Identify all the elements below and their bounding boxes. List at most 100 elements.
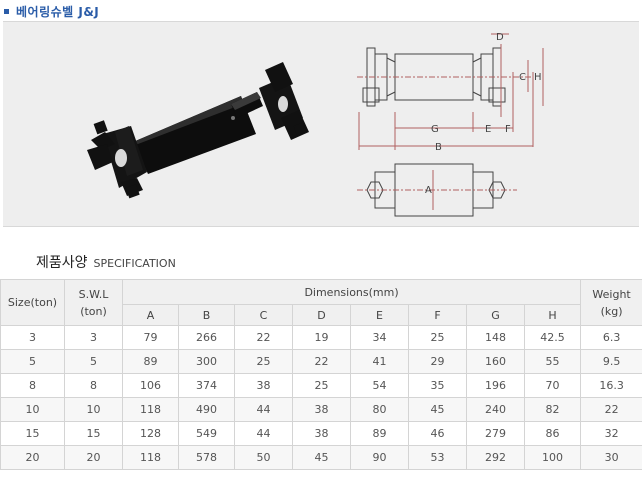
table-cell: 106 <box>122 373 179 398</box>
dim-label-g: G <box>431 124 439 135</box>
swivel-product-photo-icon <box>87 62 309 199</box>
table-cell: 15 <box>64 421 123 446</box>
header-dim-d: D <box>292 304 351 326</box>
title-bullet-icon <box>4 8 9 14</box>
dim-label-e: E <box>485 124 491 135</box>
page-header: 베어링슈벨 J&J <box>4 3 99 19</box>
table-cell: 6.3 <box>580 325 642 350</box>
header-dim-h: H <box>523 304 582 326</box>
table-cell: 54 <box>350 373 409 398</box>
table-cell: 8 <box>0 373 65 398</box>
table-cell: 300 <box>178 349 235 374</box>
table-cell: 41 <box>350 349 409 374</box>
table-cell: 15 <box>0 421 65 446</box>
table-cell: 29 <box>408 349 467 374</box>
table-cell: 100 <box>523 445 582 470</box>
table-cell: 20 <box>0 445 65 470</box>
table-cell: 44 <box>234 397 293 422</box>
table-cell: 50 <box>234 445 293 470</box>
table-cell: 5 <box>64 349 123 374</box>
table-cell: 279 <box>466 421 525 446</box>
table-cell: 3 <box>64 325 123 350</box>
table-cell: 32 <box>580 421 642 446</box>
table-cell: 20 <box>64 445 123 470</box>
header-swl-unit: (ton) <box>80 304 107 318</box>
page-title: 베어링슈벨 J&J <box>16 4 100 19</box>
table-cell: 3 <box>0 325 65 350</box>
technical-drawing <box>357 33 544 217</box>
table-cell: 16.3 <box>580 373 642 398</box>
header-dimensions: Dimensions(mm) <box>121 279 582 305</box>
table-cell: 25 <box>292 373 351 398</box>
table-cell: 38 <box>292 397 351 422</box>
spec-title-korean: 제품사양 <box>36 255 88 271</box>
table-cell: 34 <box>350 325 409 350</box>
header-size: Size(ton) <box>0 279 65 326</box>
table-cell: 22 <box>234 325 293 350</box>
header-weight-unit: (kg) <box>600 304 623 318</box>
dim-label-b: B <box>435 142 442 153</box>
table-cell: 38 <box>292 421 351 446</box>
product-photo: D C H G E F B A <box>87 32 544 217</box>
header-weight: Weight (kg) <box>580 279 642 326</box>
spec-title-english: SPECIFICATION <box>93 257 176 270</box>
table-cell: 53 <box>408 445 467 470</box>
header-swl-label: S.W.L <box>78 287 109 301</box>
table-cell: 490 <box>178 397 235 422</box>
header-weight-label: Weight <box>592 287 631 301</box>
table-cell: 80 <box>350 397 409 422</box>
specification-table: Size(ton) S.W.L (ton) Dimensions(mm) Weig… <box>0 279 642 470</box>
header-swl: S.W.L (ton) <box>64 279 123 326</box>
header-dim-a: A <box>122 304 179 326</box>
table-cell: 10 <box>0 397 65 422</box>
table-cell: 79 <box>122 325 179 350</box>
table-cell: 44 <box>234 421 293 446</box>
table-cell: 25 <box>234 349 293 374</box>
table-cell: 10 <box>64 397 123 422</box>
table-cell: 240 <box>466 397 525 422</box>
table-cell: 55 <box>523 349 582 374</box>
header-dim-f: F <box>408 304 467 326</box>
table-cell: 38 <box>234 373 293 398</box>
table-cell: 45 <box>408 397 467 422</box>
table-cell: 89 <box>350 421 409 446</box>
table-cell: 9.5 <box>580 349 642 374</box>
table-cell: 30 <box>580 445 642 470</box>
spec-heading: 제품사양 SPECIFICATION <box>36 252 176 272</box>
table-cell: 160 <box>466 349 525 374</box>
product-image-panel: D C H G E F B A <box>3 21 639 227</box>
header-dim-e: E <box>350 304 409 326</box>
dim-label-h: H <box>534 72 542 83</box>
table-cell: 46 <box>408 421 467 446</box>
table-cell: 22 <box>580 397 642 422</box>
header-dim-g: G <box>466 304 525 326</box>
dim-label-a: A <box>425 185 432 196</box>
table-cell: 578 <box>178 445 235 470</box>
table-cell: 374 <box>178 373 235 398</box>
table-cell: 82 <box>523 397 582 422</box>
header-dim-b: B <box>178 304 235 326</box>
table-cell: 8 <box>64 373 123 398</box>
table-cell: 89 <box>122 349 179 374</box>
table-cell: 90 <box>350 445 409 470</box>
header-size-label: Size <box>7 296 31 309</box>
table-cell: 266 <box>178 325 235 350</box>
dim-label-c: C <box>519 72 526 83</box>
table-cell: 70 <box>523 373 582 398</box>
table-cell: 19 <box>292 325 351 350</box>
table-cell: 45 <box>292 445 351 470</box>
table-cell: 549 <box>178 421 235 446</box>
header-dim-c: C <box>234 304 293 326</box>
dim-label-f: F <box>505 124 511 135</box>
table-cell: 118 <box>122 397 179 422</box>
dim-label-d: D <box>496 32 504 43</box>
table-cell: 25 <box>408 325 467 350</box>
table-cell: 5 <box>0 349 65 374</box>
